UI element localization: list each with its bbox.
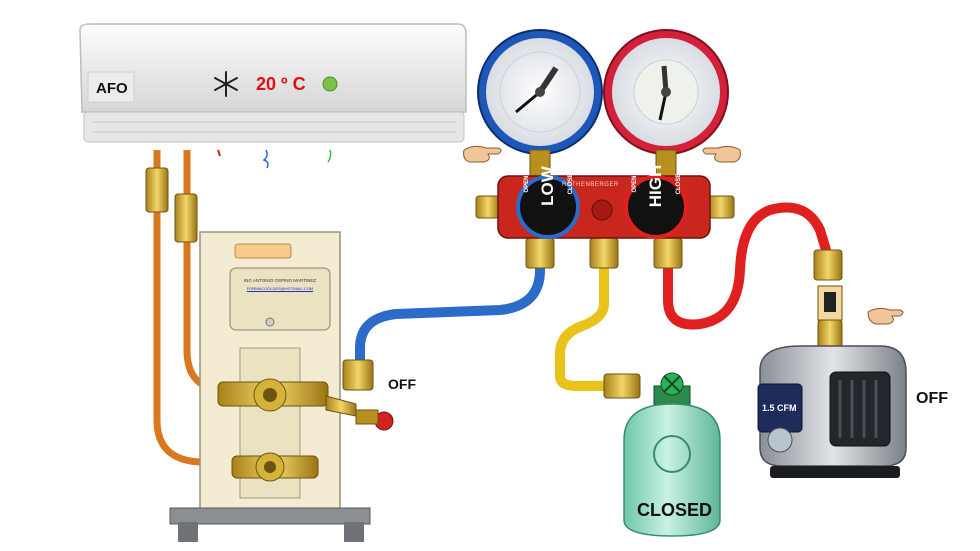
hand-pointer-icon: [868, 308, 903, 324]
ac-unit-label: AFO: [96, 80, 128, 97]
low-open-label: OPEN: [524, 169, 530, 199]
high-open-label: OPEN: [632, 169, 638, 199]
hand-pointer-icon: [703, 146, 740, 162]
service-valve-state: OFF: [388, 376, 416, 392]
high-pressure-gauge: [604, 30, 728, 154]
service-valve-liquid: [232, 453, 318, 481]
charge-hose: [560, 266, 606, 386]
high-close-label: CLOSE: [676, 169, 682, 199]
low-pressure-gauge: [478, 30, 602, 154]
low-side-hose: [360, 262, 540, 372]
temperature-display: 20 º C: [256, 74, 306, 95]
air-conditioner-unit: [80, 24, 466, 168]
hand-pointer-icon: [464, 146, 501, 162]
low-label: LOW: [538, 166, 558, 206]
high-label: HIGH: [646, 164, 666, 208]
low-close-label: CLOSE: [568, 169, 574, 199]
engraving-email: FORMACOOLDES@HOTMAIL.COM: [234, 286, 326, 291]
engraving-name: ING ANTONIO OSPINO MARTINEZ: [234, 278, 326, 283]
tank-state: CLOSED: [637, 500, 712, 521]
vacuum-pump-state: OFF: [916, 390, 948, 408]
pump-rating: 1.5 CFM: [762, 403, 797, 413]
